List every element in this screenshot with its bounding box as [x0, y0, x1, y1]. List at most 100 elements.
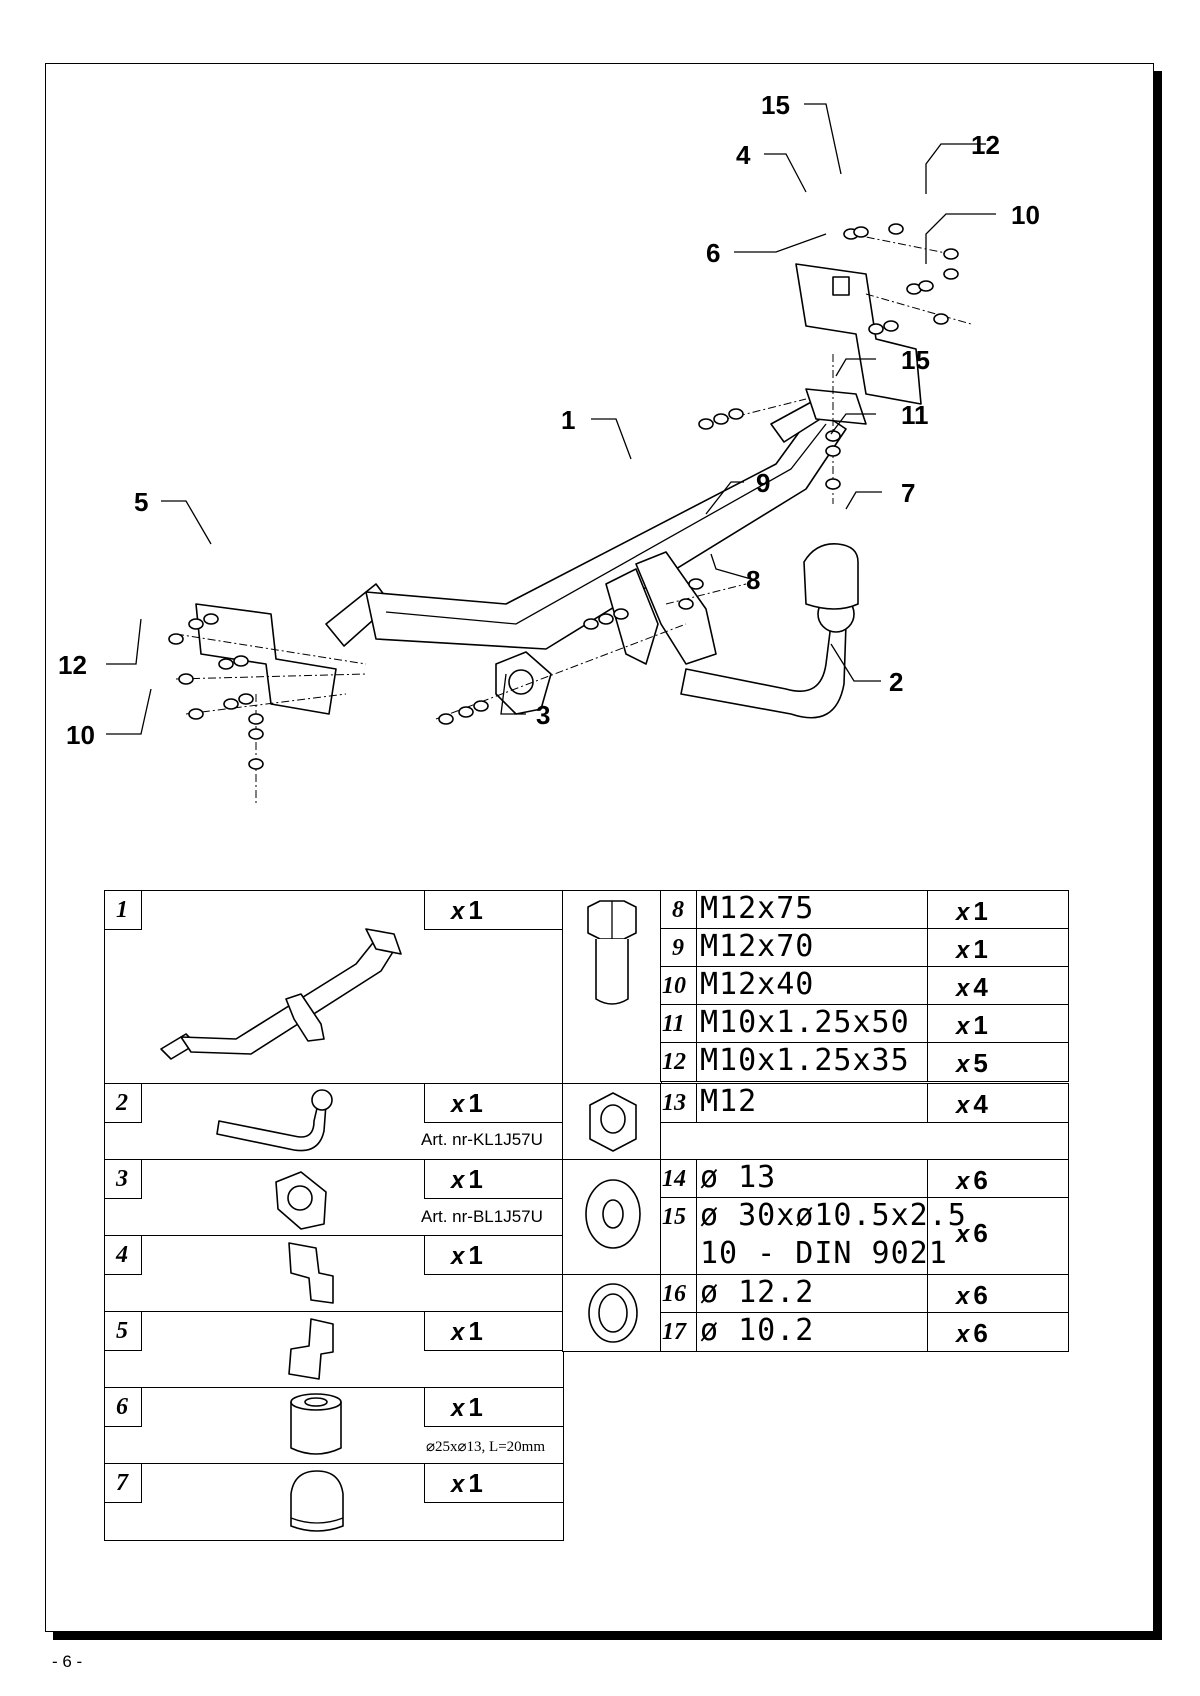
- fastener-7: [188, 708, 204, 720]
- right-row-9-spec: ø 12.2: [700, 1275, 815, 1310]
- fastener-19: [698, 418, 714, 430]
- callout-1: 1: [561, 405, 575, 435]
- right-row-5-spec-box: [696, 1042, 929, 1082]
- left-row-5-num-box: [104, 1311, 142, 1351]
- right-row-2-spec: M12x70: [700, 929, 815, 964]
- right-row-4-qty-box: [927, 1004, 1069, 1044]
- washer-icon: [585, 1179, 641, 1249]
- qty-value: 1: [973, 896, 988, 926]
- bracket-4-thumbnail: [288, 1242, 334, 1304]
- right-row-8-spec-box: [696, 1197, 929, 1276]
- qty-multiplier: x: [956, 1321, 970, 1348]
- callout-7: 7: [901, 478, 915, 508]
- left-row-3-num: 3: [116, 1166, 128, 1192]
- fastener-36: [688, 578, 704, 590]
- left-row-2-qty-box: [424, 1083, 564, 1123]
- callout-leaders: [106, 103, 996, 735]
- bracket-part-5: [195, 603, 337, 715]
- callout-8: 8: [746, 565, 760, 595]
- left-row-2-art-nr: Art. nr-KL1J57U: [421, 1130, 543, 1149]
- nut-icon: [589, 1092, 637, 1152]
- fastener-29: [868, 323, 884, 335]
- left-row-4-num: 4: [116, 1242, 128, 1268]
- right-row-10-spec-box: [696, 1312, 929, 1352]
- callout-12-left: 12: [58, 650, 87, 680]
- callout-15-top: 15: [761, 90, 790, 120]
- fastener-15: [473, 700, 489, 712]
- qty-value: 6: [973, 1218, 988, 1248]
- fastener-35: [678, 598, 694, 610]
- left-row-7-qty-box: [424, 1463, 564, 1503]
- fastener-27: [918, 280, 934, 292]
- left-row-3-art-nr: Art. nr-BL1J57U: [421, 1207, 543, 1226]
- left-row-5-num: 5: [116, 1318, 128, 1344]
- right-row-2-spec-box: [696, 928, 929, 968]
- right-row-5-num: 12: [662, 1049, 686, 1075]
- fastener-11: [248, 728, 264, 740]
- left-row-3-qty-box: [424, 1159, 564, 1199]
- bolt-icon: [587, 900, 637, 1005]
- right-row-6-num-box: [660, 1083, 698, 1123]
- right-row-4-spec-box: [696, 1004, 929, 1044]
- socket-plate-part-3: [495, 651, 552, 715]
- fastener-8: [223, 698, 239, 710]
- qty-multiplier: x: [956, 1221, 970, 1248]
- fastener-18: [613, 608, 629, 620]
- fastener-14: [458, 706, 474, 718]
- callout-6: 6: [706, 238, 720, 268]
- right-row-9-num: 16: [662, 1281, 686, 1307]
- right-row-1-spec-box: [696, 890, 929, 930]
- callout-9: 9: [756, 468, 770, 498]
- fastener-4: [178, 673, 194, 685]
- fastener-24: [888, 223, 904, 235]
- callout-10-right: 10: [1011, 200, 1040, 230]
- right-row-8-num: 15: [662, 1204, 686, 1230]
- drawing-sheet: 1 2 3 4 5 6 7 8 9 10 10 11 12 12 15 15 1…: [45, 63, 1154, 1632]
- fastener-10: [248, 713, 264, 725]
- right-row-3-num: 10: [662, 973, 686, 999]
- exploded-assembly-diagram: 1 2 3 4 5 6 7 8 9 10 10 11 12 12 15 15: [58, 90, 1040, 804]
- towball-part-2: [680, 543, 859, 719]
- right-row-3-spec: M12x40: [700, 967, 815, 1002]
- left-row-6-dimensions: ⌀25x⌀13, L=20mm: [426, 1439, 546, 1455]
- right-row-8-spec: ø 30xø10.5x2.5: [700, 1198, 967, 1233]
- right-row-4-spec: M10x1.25x50: [700, 1005, 910, 1040]
- right-row-10-qty-box: [927, 1312, 1069, 1352]
- left-row-7-num-box: [104, 1463, 142, 1503]
- fasteners: [168, 223, 972, 804]
- right-row-7-qty-box: [927, 1159, 1069, 1199]
- right-row-10-num: 17: [662, 1319, 686, 1345]
- qty-value: 4: [973, 1089, 988, 1119]
- fastener-3: [203, 613, 219, 625]
- qty-value: 1: [973, 934, 988, 964]
- right-row-7-spec: ø 13: [700, 1160, 777, 1195]
- right-row-4-num-box: [660, 1004, 698, 1044]
- left-row-5-qty-box: [424, 1311, 564, 1351]
- right-row-6-qty-box: [927, 1083, 1069, 1123]
- fastener-9: [238, 693, 254, 705]
- qty-multiplier: x: [956, 1283, 970, 1310]
- bracket-5-thumbnail: [288, 1318, 334, 1380]
- qty-multiplier: x: [956, 899, 970, 926]
- page-number: - 6 -: [52, 1652, 83, 1671]
- qty-multiplier: x: [956, 1092, 970, 1119]
- callout-10-left: 10: [66, 720, 95, 750]
- fastener-16: [583, 618, 599, 630]
- left-row-1-num: 1: [116, 897, 128, 923]
- right-row-6-spec: M12: [700, 1084, 758, 1119]
- crossbar-part-1: [325, 388, 867, 665]
- right-row-5-spec: M10x1.25x35: [700, 1043, 910, 1078]
- fastener-31: [933, 313, 949, 325]
- fastener-13: [438, 713, 454, 725]
- right-row-1-spec: M12x75: [700, 891, 815, 926]
- right-row-7-num: 14: [662, 1166, 686, 1192]
- left-row-2-num: 2: [116, 1090, 128, 1116]
